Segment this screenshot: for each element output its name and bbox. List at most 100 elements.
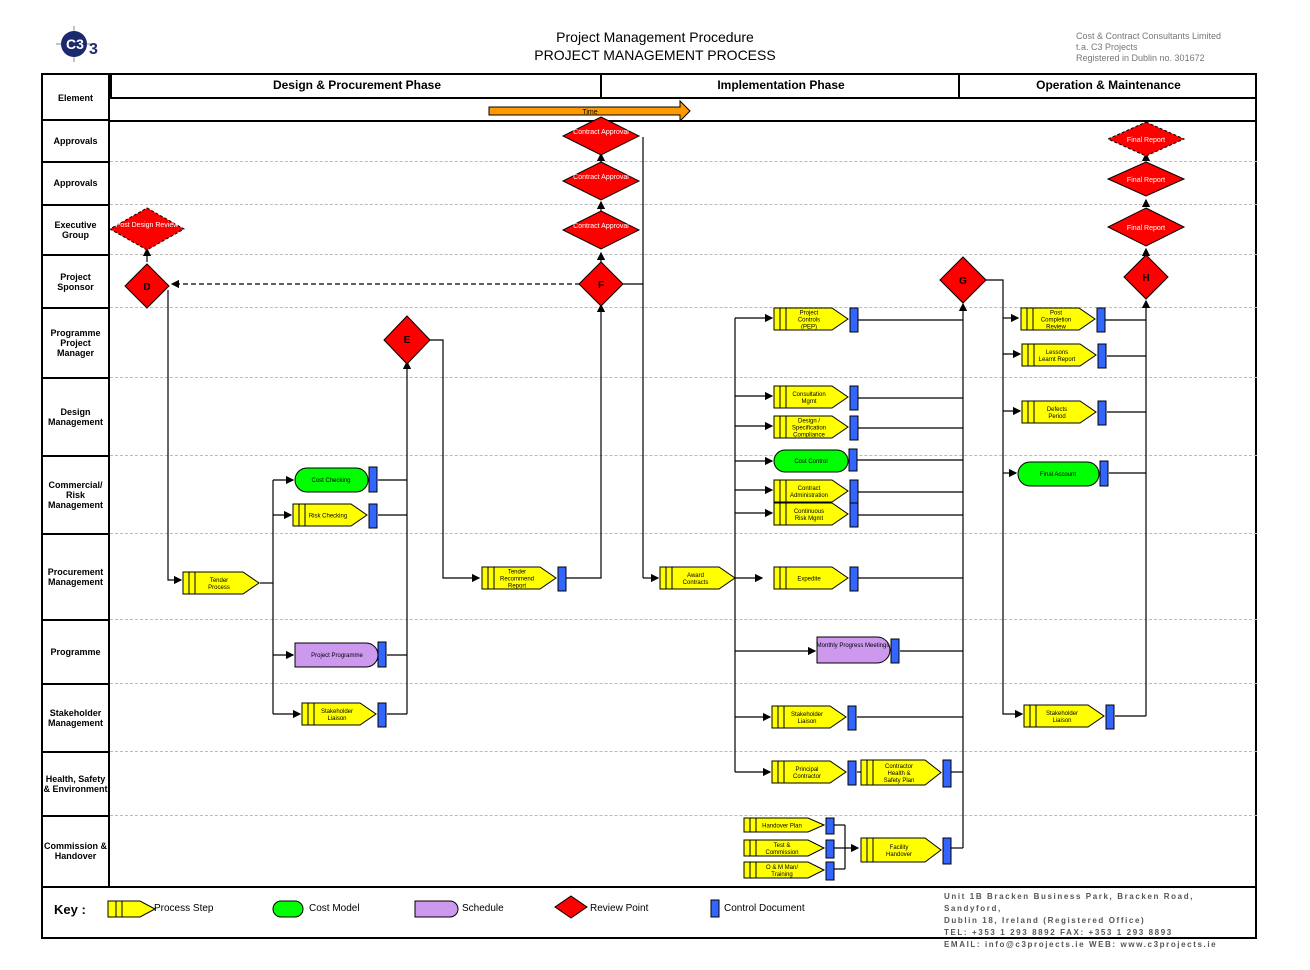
control-document-icon [849, 385, 859, 411]
control-document-icon [849, 502, 859, 528]
review-label: Final Report [1127, 225, 1165, 232]
key-review-point-icon [554, 895, 588, 919]
lane-gridline [110, 254, 1257, 255]
process-step-label: Stakeholder [1046, 711, 1078, 717]
control-document-icon [825, 817, 835, 835]
control-document-icon [1105, 704, 1115, 730]
process-step-label: Administration [790, 493, 828, 499]
lane-gridline [110, 204, 1257, 205]
schedule-project-programme: Project Programme [294, 641, 387, 668]
control-document-icon [1097, 400, 1107, 426]
review-point-contract-approval-2: Contract Approval [561, 161, 641, 201]
logo-text: C3 [66, 36, 84, 52]
control-document-icon [849, 307, 859, 333]
lane-project-sponsor: Project Sponsor [57, 272, 94, 292]
address-line: TEL: +353 1 293 8892 FAX: +353 1 293 889… [944, 928, 1173, 937]
process-step-label: Safety Plan [884, 778, 915, 784]
company-line: Cost & Contract Consultants Limited [1076, 31, 1222, 41]
process-step-label: Handover [886, 852, 912, 858]
key-process-step-icon [107, 900, 157, 918]
phase-operation-maintenance: Operation & Maintenance [958, 73, 1257, 99]
lane-divider [41, 455, 110, 457]
company-info: Cost & Contract Consultants Limited t.a.… [1076, 31, 1296, 64]
review-point-e: E [383, 315, 431, 365]
process-step-label: Training [771, 872, 792, 878]
process-step-label: Risk Mgmt [795, 516, 824, 522]
control-document-icon [825, 861, 835, 881]
process-step-label: Handover Plan [762, 824, 802, 830]
process-step-label: Risk Checking [309, 514, 347, 520]
control-document-icon [849, 415, 859, 441]
process-step-label: Test & [774, 843, 791, 849]
review-point-post-design-review: Post Design Review [108, 207, 186, 251]
cost-model-cost-checking: Cost Checking [294, 466, 378, 493]
key-cost-model-icon [272, 900, 304, 918]
header-divider [110, 120, 1257, 122]
process-step-label: O & M Man/ [766, 865, 798, 871]
lane-executive-group: Executive Group [54, 220, 97, 240]
review-point-final-report-1: Final Report [1106, 121, 1186, 157]
phase-implementation: Implementation Phase [600, 73, 960, 99]
diagram-frame [41, 73, 1257, 939]
control-document-icon [942, 759, 952, 788]
process-step-label: Contractor [793, 774, 821, 780]
subtitle-line: PROJECT MANAGEMENT PROCESS [534, 47, 776, 63]
process-step-label: Tender [210, 578, 228, 584]
review-point-d: D [124, 263, 170, 309]
lane-procurement-management: Procurement Management [47, 567, 104, 587]
process-step-label: Consultation [792, 392, 825, 398]
schedule-label: Monthly Progress Meetings [817, 643, 890, 649]
lane-gridline [110, 533, 1257, 534]
lane-divider [41, 307, 110, 309]
process-step-label: Period [1048, 414, 1065, 420]
lane-commission-handover: Commission & Handover [43, 841, 107, 861]
review-point-contract-approval-1: Contract Approval [561, 116, 641, 156]
schedule-monthly-progress-meetings: Monthly Progress Meetings [816, 636, 900, 664]
process-step-label: Controls [798, 318, 820, 324]
process-step-label: Stakeholder [791, 712, 823, 718]
process-step-label: Continuous [794, 509, 824, 515]
process-step-label: Health & [887, 771, 910, 777]
process-step-label: Commission [765, 850, 798, 856]
process-step-label: Specification [792, 426, 826, 432]
process-step-label: Post [1050, 311, 1062, 317]
process-step-label: Review [1046, 325, 1066, 331]
process-step-label: Facility [890, 845, 909, 851]
key-process-step-label: Process Step [154, 903, 214, 914]
key-schedule-label: Schedule [462, 903, 504, 914]
lane-design-management: Design Management [47, 407, 103, 427]
address-line: Unit 1B Bracken Business Park, Bracken R… [944, 892, 1195, 913]
process-step-label: Learnt Report [1039, 357, 1076, 363]
lane-gridline [110, 751, 1257, 752]
lane-divider [41, 119, 110, 121]
review-point-h: H [1123, 254, 1169, 300]
process-step-label: (PEP) [801, 325, 817, 331]
review-label: Contract Approval [573, 129, 629, 136]
review-label: D [143, 282, 150, 293]
control-document-icon [942, 837, 952, 865]
process-step-label: Liaison [327, 716, 346, 722]
lane-divider [41, 751, 110, 753]
connectors [142, 137, 1151, 870]
cost-model-final-account: Final Account [1017, 460, 1109, 487]
lane-approvals-2: Approvals [53, 178, 98, 188]
lane-programme-project-manager: Programme Project Manager [50, 328, 101, 358]
control-document-icon [847, 760, 857, 786]
review-label: G [959, 276, 967, 287]
company-address: Unit 1B Bracken Business Park, Bracken R… [944, 891, 1254, 951]
lane-stakeholder-management: Stakeholder Management [47, 708, 103, 728]
review-point-final-report-2: Final Report [1106, 161, 1186, 197]
cost-model-label: Final Account [1040, 472, 1076, 478]
key-control-document-icon [710, 899, 720, 918]
